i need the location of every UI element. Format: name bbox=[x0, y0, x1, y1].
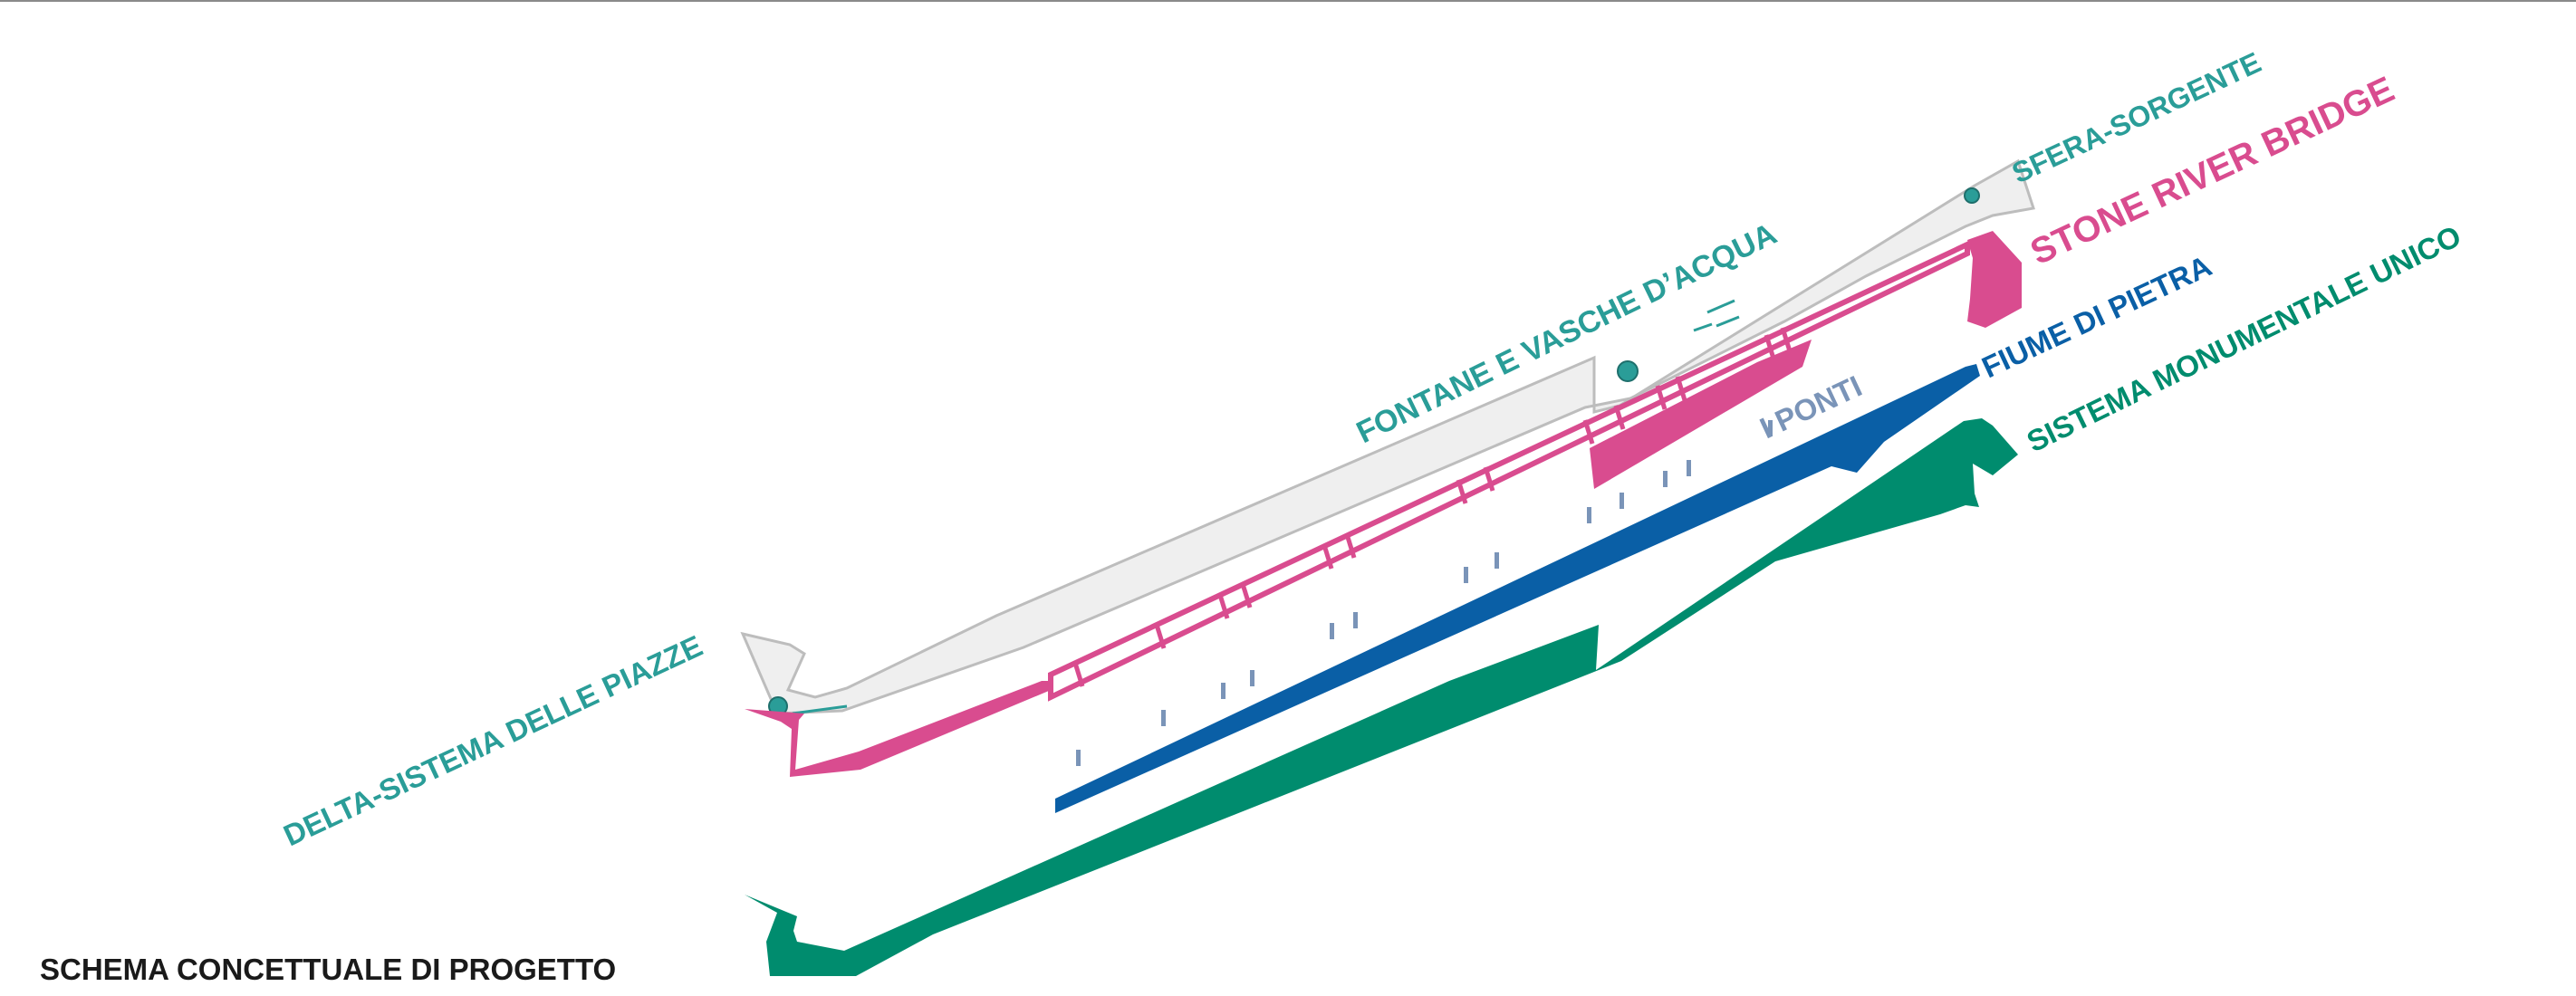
bridge-rung bbox=[1675, 376, 1687, 401]
water-channel-2 bbox=[1706, 299, 1735, 314]
fountains-basin-shape bbox=[740, 158, 2035, 715]
ponte-marker bbox=[1353, 612, 1358, 628]
bridge-rung bbox=[1344, 533, 1357, 559]
water-channel-3 bbox=[1716, 315, 1740, 328]
fountains-layer bbox=[740, 158, 2035, 716]
page-title: SCHEMA CONCETTUALE DI PROGETTO bbox=[40, 953, 617, 986]
sistema-monumentale-shape bbox=[745, 418, 2018, 976]
bridge-rung bbox=[1154, 624, 1167, 649]
ponte-marker bbox=[1495, 552, 1499, 569]
bridge-rung bbox=[1764, 334, 1776, 359]
bridge-lower-base bbox=[745, 681, 1055, 777]
bridge-rung bbox=[1655, 385, 1668, 410]
bridge-rung bbox=[1456, 479, 1468, 504]
source-sphere bbox=[1964, 187, 1980, 204]
bridge-head-block bbox=[1967, 231, 2022, 328]
bridge-rung bbox=[1780, 327, 1793, 352]
bridge-rung bbox=[1072, 662, 1085, 687]
ponte-marker bbox=[1161, 710, 1166, 726]
fiume-di-pietra-shape bbox=[1055, 364, 1980, 813]
top-border-line bbox=[0, 0, 2576, 2]
ponte-marker bbox=[1768, 420, 1773, 436]
ponte-marker bbox=[1620, 493, 1624, 509]
bridge-rung bbox=[1322, 544, 1334, 570]
bridge-rung bbox=[1483, 466, 1495, 492]
ponte-marker bbox=[1464, 567, 1468, 583]
water-channel-1 bbox=[792, 704, 848, 715]
ponte-marker bbox=[1330, 623, 1334, 639]
ponte-marker bbox=[1221, 683, 1226, 699]
water-channel-4 bbox=[1693, 322, 1713, 332]
ponte-marker bbox=[1663, 471, 1668, 487]
ponte-marker bbox=[1250, 670, 1254, 686]
ponte-marker bbox=[1587, 507, 1591, 523]
label-delta-sistema: DELTA-SISTEMA DELLE PIAZZE bbox=[278, 628, 707, 852]
ponte-marker bbox=[1687, 460, 1691, 476]
bridge-rung bbox=[1582, 419, 1595, 445]
bridge-ramp-upper bbox=[1590, 340, 1812, 489]
bridge-deck-outline bbox=[1048, 240, 1970, 702]
stone-river-bridge-layer bbox=[745, 231, 2022, 777]
ponte-marker bbox=[1076, 750, 1081, 766]
fountain-sphere bbox=[1617, 360, 1639, 382]
bridge-rung bbox=[1217, 594, 1230, 619]
bridge-rung bbox=[1240, 583, 1253, 608]
bridge-rung bbox=[1613, 405, 1626, 430]
ponti-layer bbox=[1076, 420, 1773, 766]
